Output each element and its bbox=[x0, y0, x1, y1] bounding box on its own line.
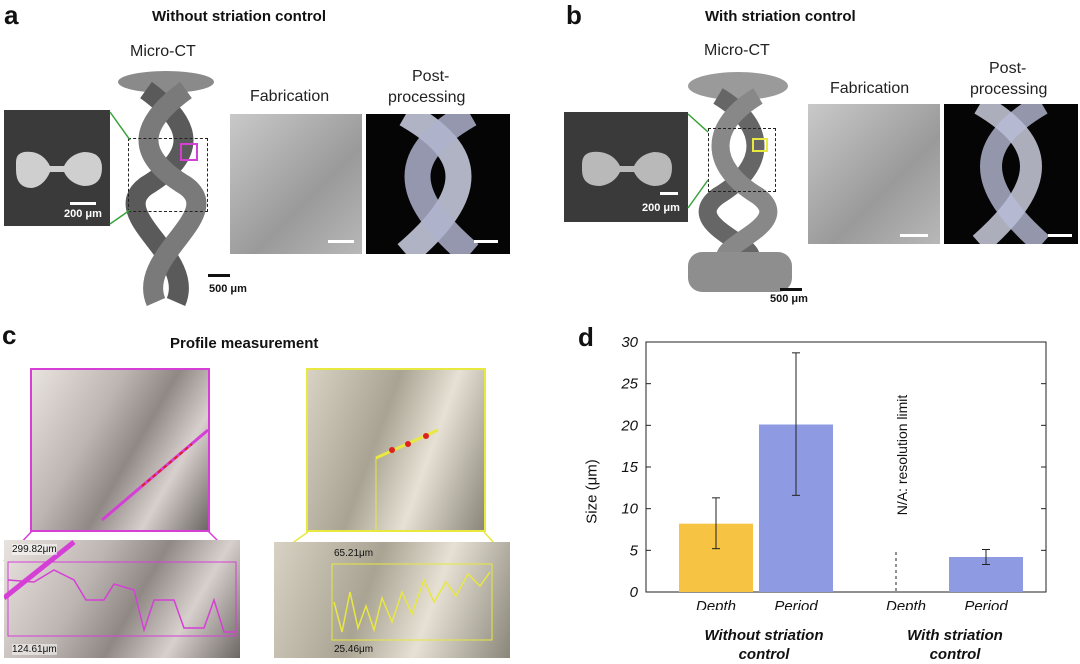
panel-a-label: a bbox=[4, 0, 19, 30]
panel-a-connector-lines bbox=[109, 111, 131, 225]
panel-c-left-top-value: 299.82μm bbox=[12, 544, 57, 555]
panel-a-microct-label: Micro-CT bbox=[130, 43, 196, 60]
panel-c-right-top-value: 65.21μm bbox=[334, 548, 374, 559]
panel-a-roi-marker bbox=[180, 143, 198, 161]
panel-b-post-label-2: processing bbox=[970, 81, 1048, 98]
panel-b-label: b bbox=[566, 0, 582, 30]
panel-a-post-label-1: Post- bbox=[412, 68, 450, 85]
chart-ylabel: Size (μm) bbox=[583, 459, 601, 524]
chart-annotation: N/A: resolution limit bbox=[894, 394, 910, 516]
panel-b-post-image bbox=[944, 104, 1078, 244]
panel-a-title: Without striation control bbox=[152, 8, 327, 25]
panel-a-fabrication-label: Fabrication bbox=[250, 88, 330, 105]
x-tick-label: Depth bbox=[696, 598, 736, 610]
y-tick-label: 15 bbox=[621, 459, 638, 476]
panel-b-title: With striation control bbox=[705, 8, 856, 25]
panel-c-left-bottom-value: 124.61μm bbox=[12, 644, 57, 655]
panel-c-right-top-image bbox=[306, 368, 486, 532]
panel-a-ct-scale-label: 500 μm bbox=[209, 283, 247, 295]
panel-b-microct-helix bbox=[688, 72, 792, 292]
panel-b-ct-scale-label: 500 μm bbox=[770, 293, 808, 305]
panel-b-ct-scalebar bbox=[780, 288, 802, 291]
group-label-without-1: Without striation bbox=[704, 627, 824, 644]
x-tick-label: Depth bbox=[886, 598, 926, 610]
group-label-with-1: With striation bbox=[907, 627, 1003, 644]
panel-c-left-top-image bbox=[30, 368, 210, 532]
y-tick-label: 30 bbox=[621, 334, 638, 351]
y-tick-label: 25 bbox=[620, 376, 638, 393]
panel-c-title: Profile measurement bbox=[170, 335, 319, 352]
panel-a-zoom-box bbox=[128, 138, 208, 212]
y-tick-label: 10 bbox=[621, 501, 638, 518]
group-label-with-2: control bbox=[929, 646, 981, 663]
panel-a-fabrication-image bbox=[230, 114, 362, 254]
panel-a-ct-scalebar bbox=[208, 274, 230, 277]
panel-c-label: c bbox=[2, 320, 17, 350]
panel-a-post-image bbox=[366, 114, 510, 254]
panel-b-zoom-box bbox=[708, 128, 776, 192]
x-tick-label: Period bbox=[964, 598, 1008, 610]
panel-b-fabrication-label: Fabrication bbox=[830, 80, 910, 97]
group-label-without-2: control bbox=[738, 646, 790, 663]
panel-a-cross-section-image: 200 μm bbox=[4, 110, 110, 226]
panel-c-right-bottom-value: 25.46μm bbox=[334, 644, 374, 655]
panel-b-connector-lines bbox=[687, 113, 709, 209]
panel-b-cross-section-image: 200 μm bbox=[564, 112, 688, 222]
panel-b-cross-scale-label: 200 μm bbox=[642, 202, 680, 214]
panel-c-left-bottom-image: 299.82μm 124.61μm bbox=[4, 540, 240, 658]
panel-a-cross-scale-label: 200 μm bbox=[64, 208, 102, 220]
panel-c-right-bottom-image: 65.21μm 25.46μm bbox=[274, 542, 510, 658]
x-tick-label: Period bbox=[774, 598, 818, 610]
panel-b-roi-marker bbox=[752, 138, 768, 152]
panel-a-post-label-2: processing bbox=[388, 89, 466, 106]
cross-section-shape bbox=[16, 151, 102, 205]
y-tick-label: 0 bbox=[630, 584, 639, 601]
y-tick-label: 20 bbox=[620, 417, 638, 434]
panel-b-microct-label: Micro-CT bbox=[704, 42, 770, 59]
panel-a-microct-helix bbox=[118, 71, 214, 306]
panel-b-post-label-1: Post- bbox=[989, 60, 1027, 77]
y-tick-label: 5 bbox=[630, 542, 639, 559]
panel-d-label: d bbox=[578, 322, 594, 352]
panel-b-fabrication-image bbox=[808, 104, 940, 244]
